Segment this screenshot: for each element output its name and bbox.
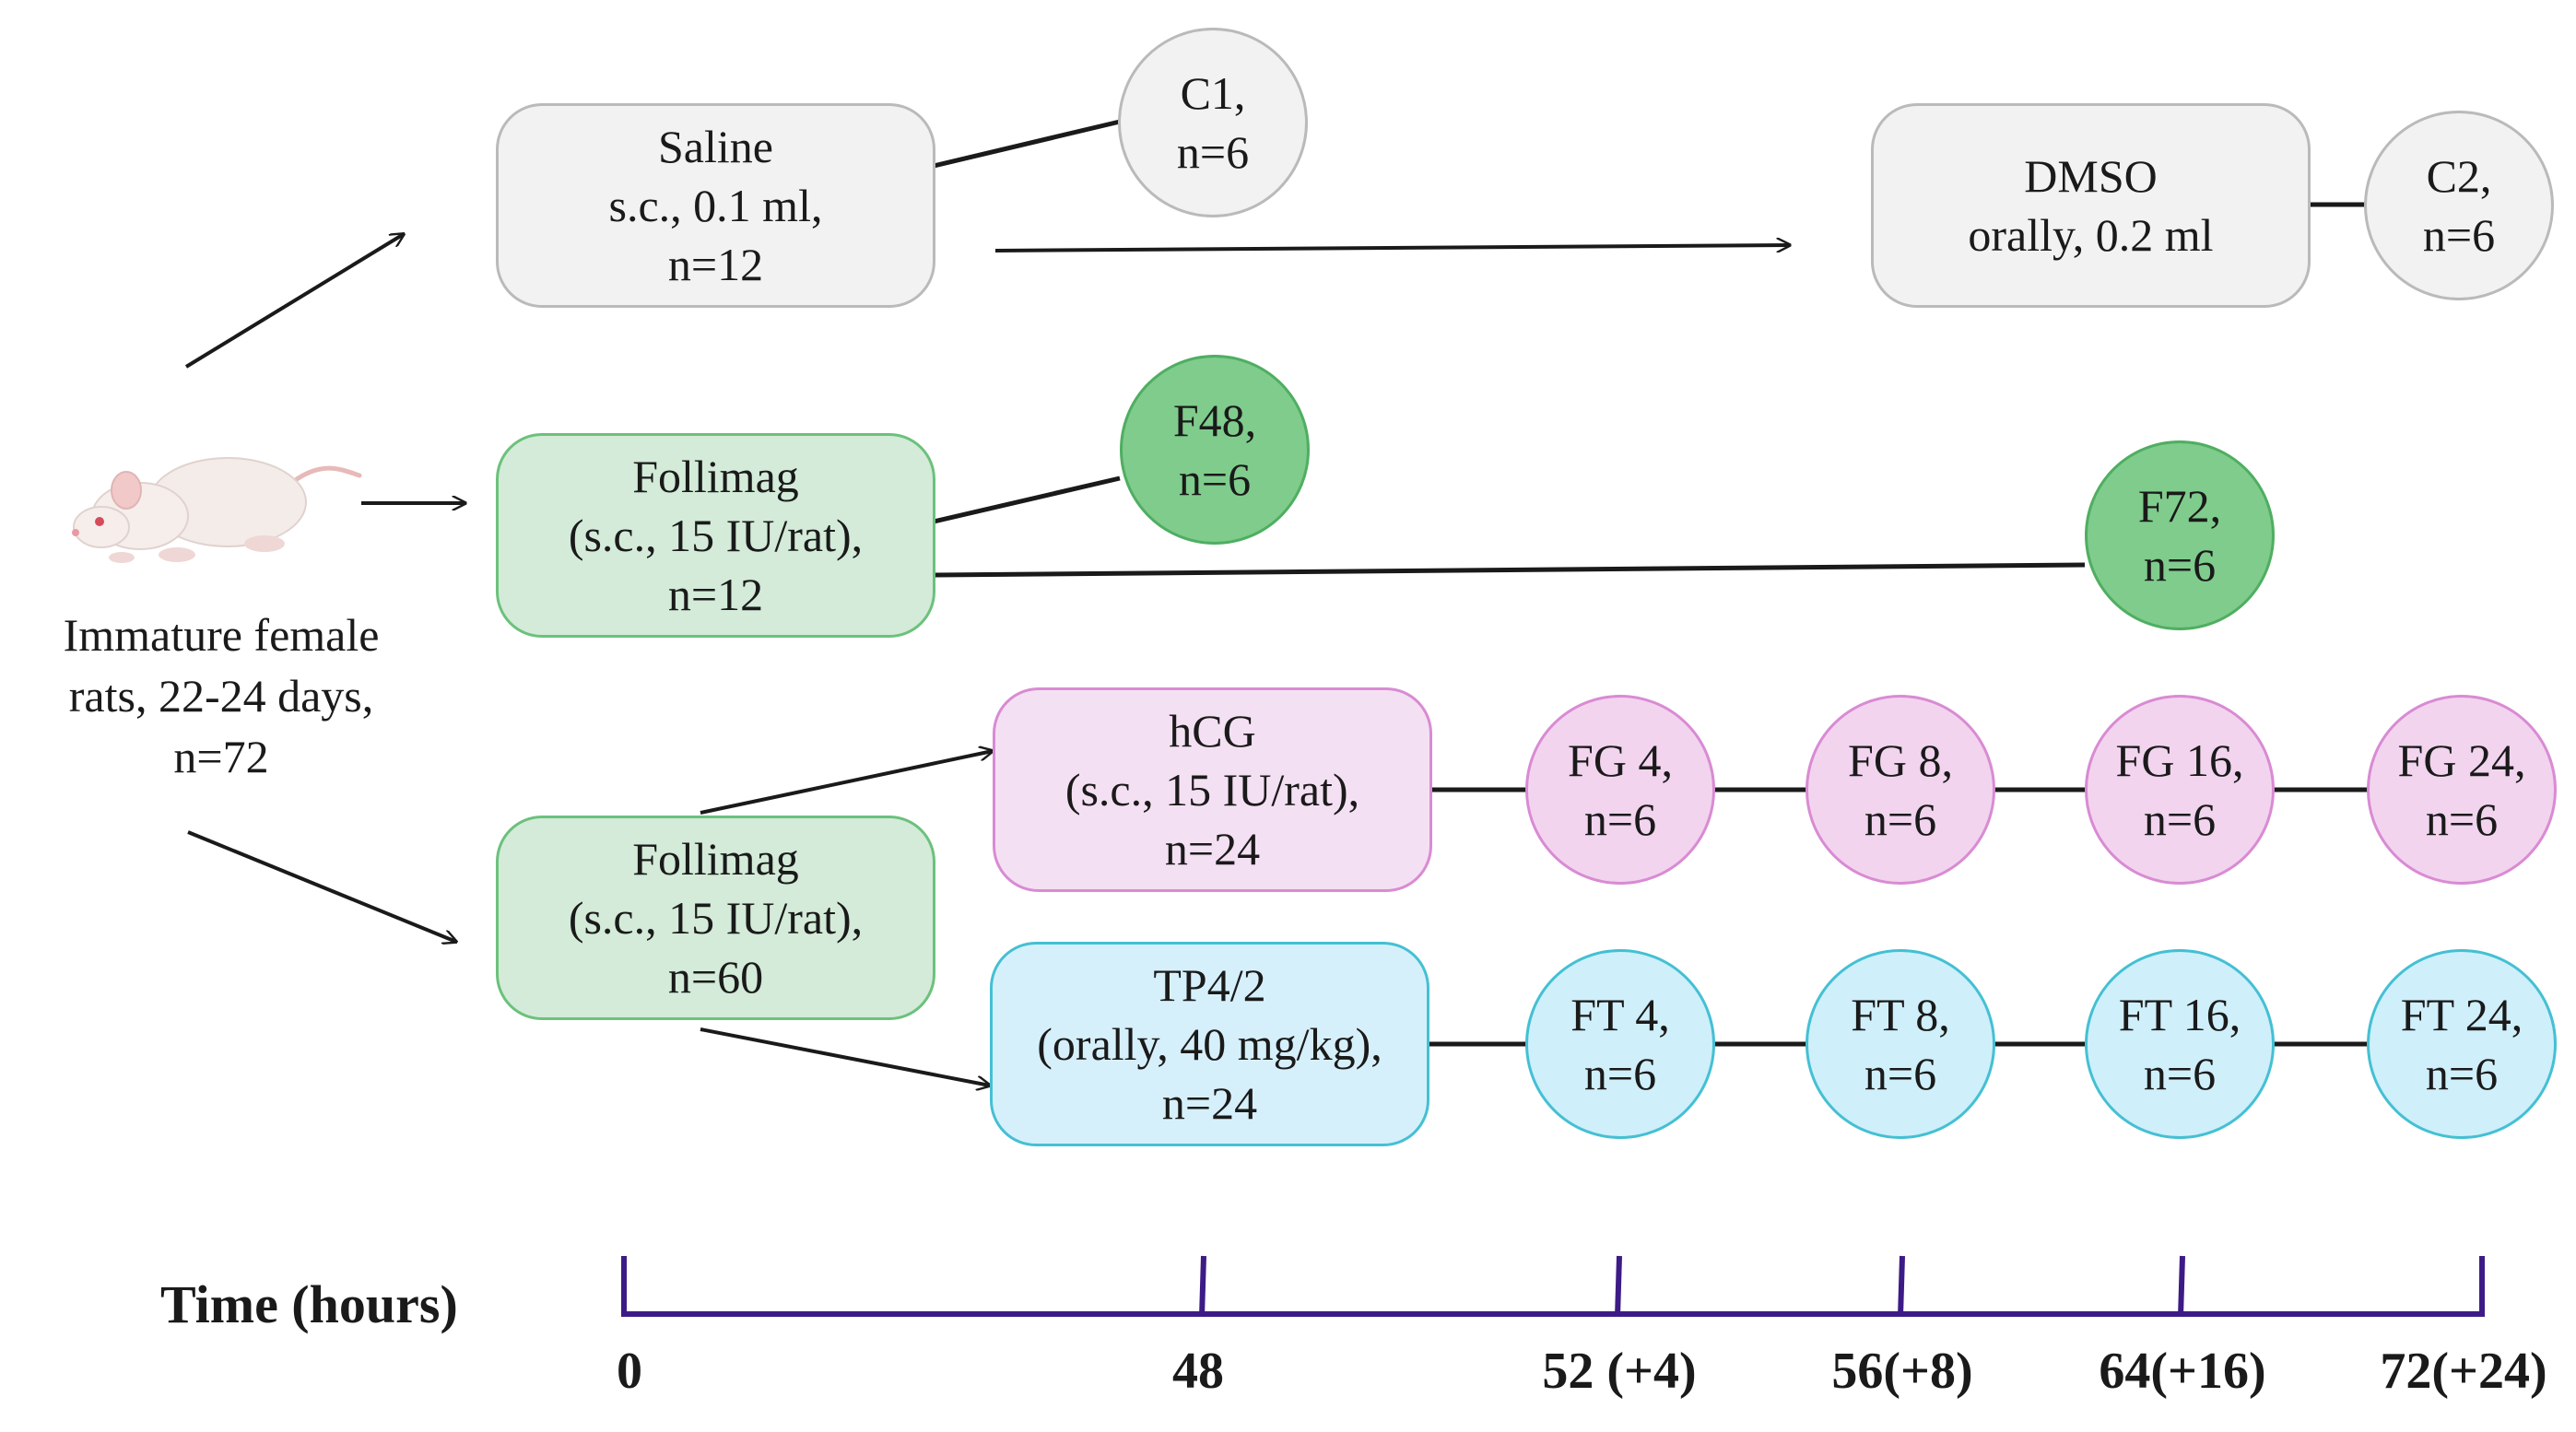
- tp-count: n=24: [1161, 1077, 1258, 1129]
- group-f48: F48, n=6: [1120, 355, 1310, 545]
- saline-to-c1-line: [933, 119, 1121, 169]
- tp-dose: (orally, 40 mg/kg),: [1037, 1018, 1382, 1070]
- group-ft24-name: FT 24,: [2400, 989, 2523, 1040]
- group-ft24: FT 24, n=6: [2367, 949, 2557, 1139]
- follimag-2-count: n=60: [667, 951, 764, 1003]
- follimag-to-f72-line: [933, 562, 2086, 578]
- tp-box: TP4/2 (orally, 40 mg/kg), n=24: [990, 942, 1429, 1146]
- group-ft16-n: n=6: [2143, 1048, 2217, 1099]
- group-c2: C2, n=6: [2364, 111, 2554, 300]
- group-f48-name: F48,: [1172, 394, 1257, 446]
- hcg-count: n=24: [1164, 823, 1261, 874]
- subjects-line-1: Immature female: [63, 609, 380, 661]
- hcg-box: hCG (s.c., 15 IU/rat), n=24: [993, 687, 1432, 892]
- group-fg4-n: n=6: [1583, 793, 1657, 845]
- time-tick-48: 48: [1172, 1343, 1224, 1400]
- group-f72-name: F72,: [2137, 480, 2222, 532]
- time-tick-72: 72(+24): [2380, 1343, 2547, 1400]
- group-ft16-name: FT 16,: [2118, 989, 2241, 1040]
- arrow-to-tp: [700, 1027, 990, 1086]
- subjects-label: Immature female rats, 22-24 days, n=72: [18, 604, 424, 787]
- time-axis: [621, 1255, 2485, 1318]
- group-f72-n: n=6: [2143, 539, 2217, 591]
- group-ft8-name: FT 8,: [1851, 989, 1950, 1040]
- saline-count: n=12: [667, 239, 764, 290]
- group-fg8-name: FG 8,: [1848, 734, 1953, 786]
- follimag-1-count: n=12: [667, 569, 764, 620]
- time-tick-64: 64(+16): [2099, 1343, 2266, 1400]
- group-fg8: FG 8, n=6: [1806, 695, 1995, 885]
- follimag-2-dose: (s.c., 15 IU/rat),: [568, 892, 864, 944]
- group-fg4: FG 4, n=6: [1525, 695, 1715, 885]
- group-fg16: FG 16, n=6: [2085, 695, 2275, 885]
- follimag-to-f48-line: [933, 475, 1121, 524]
- hcg-title: hCG: [1169, 705, 1256, 757]
- group-ft4-n: n=6: [1583, 1048, 1657, 1099]
- group-f72: F72, n=6: [2085, 440, 2275, 630]
- time-tick-52: 52 (+4): [1542, 1343, 1697, 1400]
- rat-illustration: [72, 457, 362, 563]
- group-ft24-n: n=6: [2425, 1048, 2499, 1099]
- follimag-box-1: Follimag (s.c., 15 IU/rat), n=12: [496, 433, 935, 638]
- tp-title: TP4/2: [1153, 959, 1266, 1011]
- follimag-1-dose: (s.c., 15 IU/rat),: [568, 510, 864, 561]
- group-fg24-name: FG 24,: [2397, 734, 2526, 786]
- group-c1: C1, n=6: [1118, 28, 1308, 217]
- group-ft8-n: n=6: [1864, 1048, 1937, 1099]
- follimag-box-2: Follimag (s.c., 15 IU/rat), n=60: [496, 816, 935, 1020]
- dmso-box: DMSO orally, 0.2 ml: [1871, 103, 2311, 308]
- subjects-line-2: rats, 22-24 days,: [68, 670, 374, 722]
- time-tick-56: 56(+8): [1831, 1343, 1973, 1400]
- group-fg16-n: n=6: [2143, 793, 2217, 845]
- time-axis-title: Time (hours): [160, 1274, 458, 1334]
- group-fg24-n: n=6: [2425, 793, 2499, 845]
- arrow-to-hcg: [700, 751, 993, 815]
- arrow-to-follimag-2: [187, 830, 456, 942]
- group-f48-n: n=6: [1178, 453, 1252, 505]
- group-fg24: FG 24, n=6: [2367, 695, 2557, 885]
- saline-box: Saline s.c., 0.1 ml, n=12: [496, 103, 935, 308]
- dmso-dose: orally, 0.2 ml: [1968, 209, 2214, 261]
- group-ft16: FT 16, n=6: [2085, 949, 2275, 1139]
- saline-dose: s.c., 0.1 ml,: [608, 180, 823, 231]
- group-fg4-name: FG 4,: [1568, 734, 1673, 786]
- follimag-2-title: Follimag: [632, 833, 799, 885]
- group-fg16-name: FG 16,: [2115, 734, 2244, 786]
- group-c2-n: n=6: [2422, 209, 2496, 261]
- saline-title: Saline: [658, 121, 773, 172]
- group-c1-name: C1,: [1180, 67, 1246, 119]
- group-ft8: FT 8, n=6: [1806, 949, 1995, 1139]
- group-ft4-name: FT 4,: [1570, 989, 1670, 1040]
- group-ft4: FT 4, n=6: [1525, 949, 1715, 1139]
- follimag-1-title: Follimag: [632, 451, 799, 502]
- group-fg8-n: n=6: [1864, 793, 1937, 845]
- group-c2-name: C2,: [2426, 150, 2492, 202]
- time-tick-0: 0: [617, 1343, 642, 1400]
- arrow-to-saline: [184, 234, 404, 369]
- dmso-title: DMSO: [2024, 150, 2158, 202]
- saline-to-dmso-arrow: [994, 245, 1790, 251]
- group-c1-n: n=6: [1176, 126, 1250, 178]
- subjects-line-3: n=72: [173, 731, 269, 782]
- hcg-dose: (s.c., 15 IU/rat),: [1065, 764, 1360, 816]
